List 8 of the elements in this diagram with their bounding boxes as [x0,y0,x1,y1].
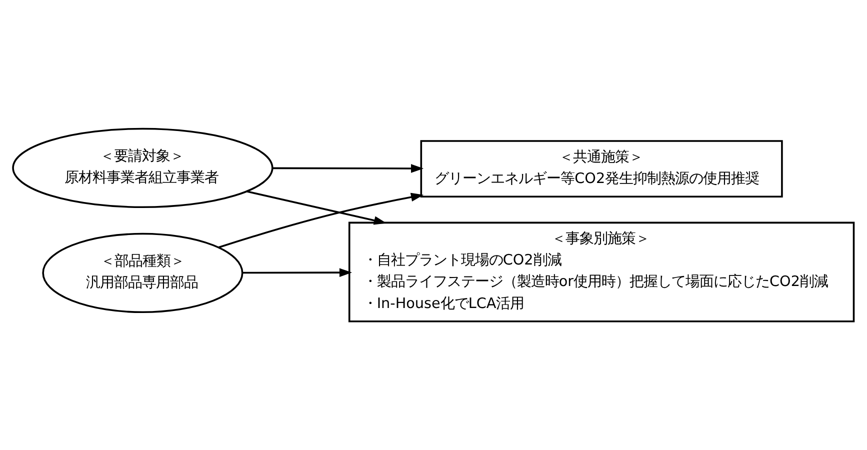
node-box: ＜事象別施策＞ ・自社プラント現場のCO2削減 ・製品ライフステージ（製造時or使用時）把握して場面に応じたCO2削減 ・In-House化でLCA活用 [348,222,855,322]
arrow [218,192,424,248]
node-ellipse: ＜要請対象＞ 原材料事業者組立事業者 [12,128,274,208]
arrow [272,164,424,173]
arrow [242,268,352,277]
arrow [246,190,387,225]
node-box: ＜共通施策＞ グリーンエネルギー等CO2発生抑制熱源の使用推奨 [420,140,783,198]
node-ellipse: ＜部品種類＞ 汎用部品専用部品 [42,232,244,314]
